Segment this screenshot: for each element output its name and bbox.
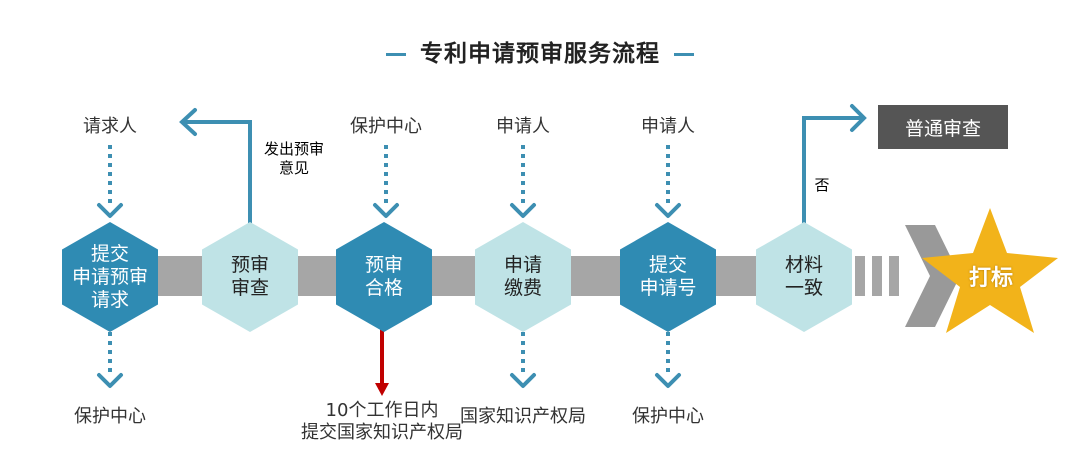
arrow-heads	[97, 203, 681, 388]
star-icon	[922, 208, 1058, 333]
feedback-arrow	[182, 120, 252, 228]
title-text: 专利申请预审服务流程	[420, 41, 660, 67]
top-label-applicant-2: 申请人	[641, 116, 695, 137]
arrow-head-2	[373, 203, 399, 218]
top-label-applicant-1: 申请人	[496, 116, 550, 137]
bottom-label-protection-center-1: 保护中心	[74, 406, 146, 427]
arrow-head-1	[97, 203, 123, 218]
red-arrow-head	[375, 383, 389, 396]
bar-stripe-3	[889, 256, 899, 296]
bottom-label-cnipa: 国家知识产权局	[460, 406, 586, 427]
chevron-arrow-icon	[905, 225, 960, 327]
top-dotted-arrows	[108, 145, 670, 375]
diagram-title: 专利申请预审服务流程	[0, 34, 1080, 68]
title-dash-right	[674, 53, 694, 56]
no-label: 否	[814, 176, 830, 194]
final-label: 打标	[968, 266, 1013, 291]
no-arrow	[802, 116, 862, 228]
bar-stripe-2	[872, 256, 882, 296]
arrow-head-4	[655, 203, 681, 218]
arrow-head-3	[510, 203, 536, 218]
arrow-head-5	[97, 373, 123, 388]
bottom-label-submit-cnipa: 10个工作日内 提交国家知识产权局	[301, 400, 463, 443]
arrow-head-6	[510, 373, 536, 388]
normal-review-box: 普通审查	[878, 105, 1008, 149]
top-label-protection-center: 保护中心	[350, 116, 422, 137]
bottom-label-protection-center-2: 保护中心	[632, 406, 704, 427]
feedback-arrow-head	[179, 108, 197, 136]
feedback-label: 发出预审 意见	[263, 140, 324, 177]
title-dash-left	[386, 53, 406, 56]
arrow-head-7	[655, 373, 681, 388]
bar-stripe-1	[855, 256, 865, 296]
top-label-requester: 请求人	[83, 116, 137, 137]
no-arrow-head	[850, 104, 867, 132]
